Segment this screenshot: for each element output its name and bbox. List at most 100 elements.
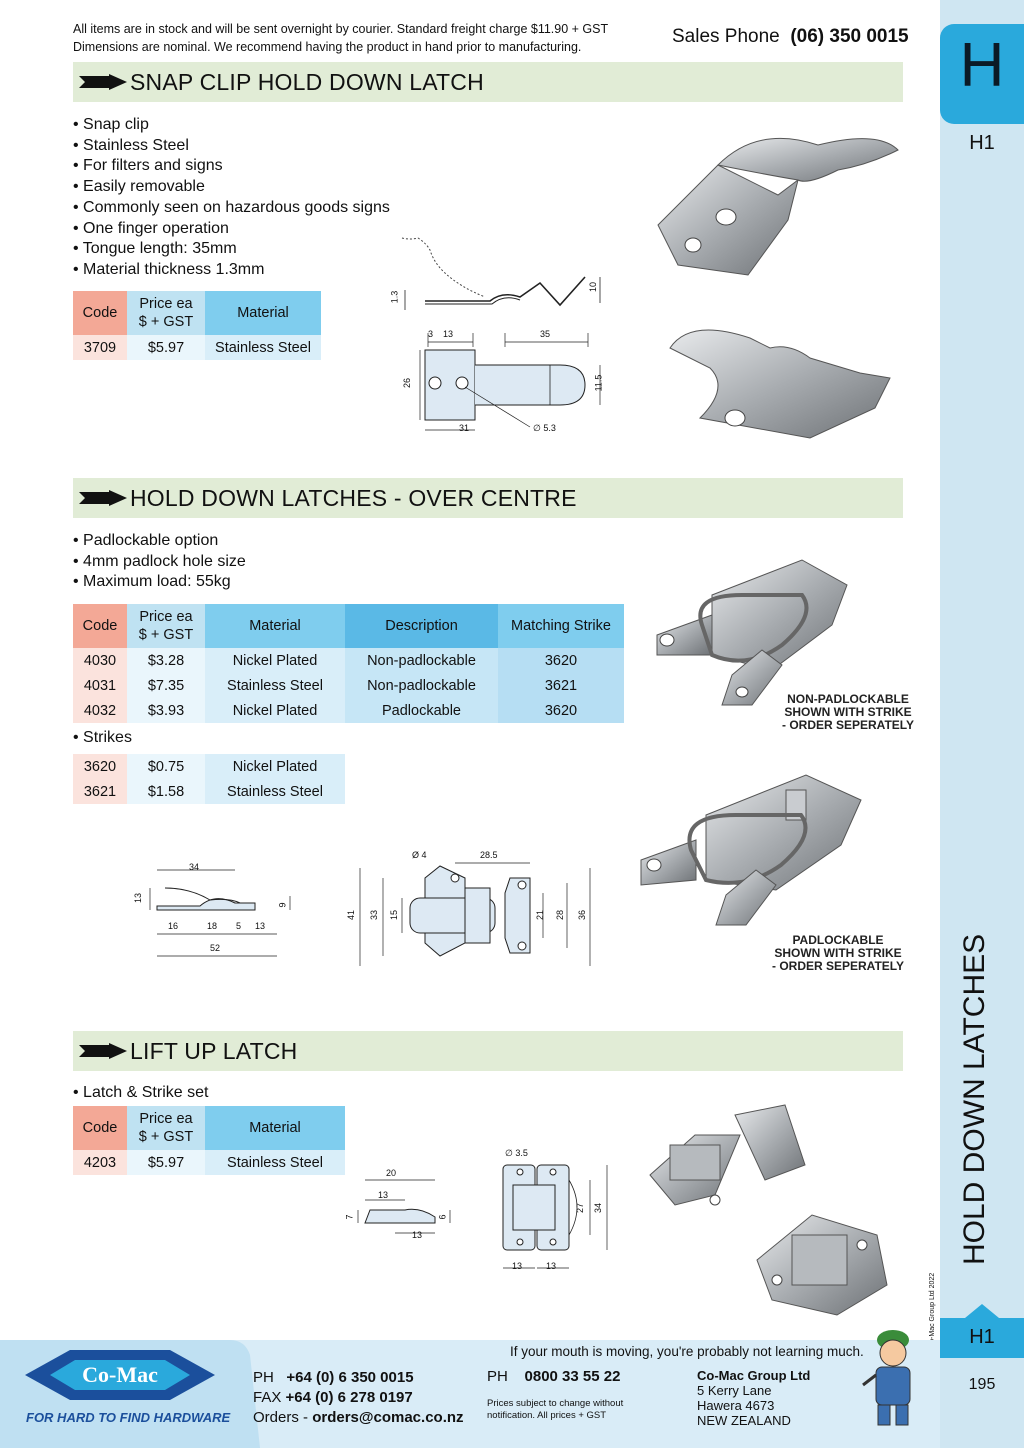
dim-lift-20: 20 bbox=[386, 1168, 397, 1178]
table-row: 3620 $0.75 Nickel Plated bbox=[73, 754, 345, 779]
side-tab-bottom-pointer bbox=[965, 1304, 999, 1318]
col-price: Price ea$ + GST bbox=[127, 291, 205, 335]
dim-lift-34: 34 bbox=[593, 1202, 604, 1214]
address-line: NEW ZEALAND bbox=[697, 1413, 791, 1428]
caption-line: NON-PADLOCKABLE bbox=[787, 692, 909, 706]
cell-material: Stainless Steel bbox=[205, 779, 345, 804]
lift-feature-list: Latch & Strike set bbox=[73, 1083, 208, 1104]
footer-tagline: FOR HARD TO FIND HARDWARE bbox=[26, 1410, 231, 1425]
fax-label: FAX bbox=[253, 1389, 282, 1406]
over-side-drawing bbox=[149, 869, 291, 957]
cell-description: Non-padlockable bbox=[345, 673, 498, 698]
cell-price: $5.97 bbox=[127, 335, 205, 360]
section-banner-snap: SNAP CLIP HOLD DOWN LATCH bbox=[73, 62, 903, 102]
footer-orders: Orders - orders@comac.co.nz bbox=[253, 1408, 464, 1428]
dim-snap-31: 31 bbox=[459, 423, 470, 433]
section-title-lift-up: LIFT UP LATCH bbox=[130, 1038, 298, 1064]
table-row: 3709 $5.97 Stainless Steel bbox=[73, 335, 321, 360]
cell-description: Padlockable bbox=[345, 698, 498, 723]
dim-snap-thickness: 1.3 bbox=[389, 290, 400, 304]
dim-over-15: 15 bbox=[389, 909, 400, 921]
col-price-line1: Price ea bbox=[139, 1111, 193, 1127]
table-row: 4031 $7.35 Stainless Steel Non-padlockab… bbox=[73, 673, 624, 698]
caption-padlockable: PADLOCKABLE SHOWN WITH STRIKE - ORDER SE… bbox=[768, 934, 908, 973]
dim-over-33: 33 bbox=[369, 909, 380, 921]
dim-over-13: 13 bbox=[133, 892, 144, 904]
footer-price-note: Prices subject to change without notific… bbox=[487, 1398, 623, 1422]
notice-line-2: Dimensions are nominal. We recommend hav… bbox=[73, 40, 582, 54]
cell-material: Stainless Steel bbox=[205, 335, 321, 360]
cell-material: Nickel Plated bbox=[205, 698, 345, 723]
footer-address: Co-Mac Group Ltd 5 Kerry Lane Hawera 467… bbox=[697, 1368, 810, 1428]
dim-over-hole: Ø 4 bbox=[412, 850, 427, 860]
caption-line: SHOWN WITH STRIKE bbox=[774, 946, 902, 960]
dim-lift-hole: ∅ 3.5 bbox=[505, 1148, 528, 1158]
cell-code: 3621 bbox=[73, 779, 127, 804]
table-row: 3621 $1.58 Stainless Steel bbox=[73, 779, 345, 804]
dim-snap-35: 35 bbox=[540, 329, 551, 339]
dim-over-16: 16 bbox=[168, 921, 179, 931]
cell-price: $7.35 bbox=[127, 673, 205, 698]
price-note-line: Prices subject to change without bbox=[487, 1398, 624, 1409]
snap-side-drawing bbox=[401, 237, 601, 310]
col-price: Price ea $ + GST bbox=[127, 1106, 205, 1150]
footer-freephone: PH 0800 33 55 22 bbox=[487, 1368, 620, 1385]
list-item: Stainless Steel bbox=[73, 136, 390, 157]
dim-over-28: 28 bbox=[555, 909, 566, 921]
cell-code: 4203 bbox=[73, 1150, 127, 1175]
list-item: For filters and signs bbox=[73, 156, 390, 177]
footer-contact: PH +64 (0) 6 350 0015 FAX +64 (0) 6 278 … bbox=[253, 1368, 464, 1428]
lift-side-drawing bbox=[357, 1179, 451, 1234]
cell-price: $0.75 bbox=[127, 754, 205, 779]
over-top-drawing bbox=[359, 862, 591, 966]
lift-top-drawing bbox=[502, 1164, 608, 1269]
dim-lift-13c: 13 bbox=[512, 1261, 523, 1271]
list-item: Material thickness 1.3mm bbox=[73, 260, 390, 281]
dim-snap-3: 3 bbox=[428, 329, 434, 339]
arrow-right-icon bbox=[79, 490, 127, 506]
snap-latch-photo-2 bbox=[669, 329, 891, 439]
cell-price: $1.58 bbox=[127, 779, 205, 804]
dim-snap-26: 26 bbox=[402, 377, 413, 389]
caption-non-padlockable: NON-PADLOCKABLE SHOWN WITH STRIKE - ORDE… bbox=[778, 693, 918, 732]
footer-quote: If your mouth is moving, you're probably… bbox=[510, 1344, 864, 1359]
col-price-line2: $ + GST bbox=[138, 627, 194, 643]
strikes-price-table: 3620 $0.75 Nickel Plated 3621 $1.58 Stai… bbox=[73, 754, 345, 804]
side-tab-code-top: H1 bbox=[969, 132, 995, 154]
section-banner-over-centre: HOLD DOWN LATCHES - OVER CENTRE bbox=[73, 478, 903, 518]
dim-snap-height: 10 bbox=[588, 281, 599, 293]
dim-lift-6: 6 bbox=[437, 1214, 448, 1220]
over-latch-photo-1 bbox=[656, 559, 848, 706]
list-item: Commonly seen on hazardous goods signs bbox=[73, 198, 390, 219]
side-vertical-title: HOLD DOWN LATCHES bbox=[958, 933, 991, 1265]
dim-lift-13d: 13 bbox=[546, 1261, 557, 1271]
table-row: 4032 $3.93 Nickel Plated Padlockable 362… bbox=[73, 698, 624, 723]
dim-over-5: 5 bbox=[236, 921, 242, 931]
dim-lift-13: 13 bbox=[378, 1190, 389, 1200]
snap-latch-photo-1 bbox=[657, 137, 899, 276]
col-price-line2: $ + GST bbox=[138, 1129, 194, 1145]
section-title-snap: SNAP CLIP HOLD DOWN LATCH bbox=[130, 69, 484, 95]
dim-over-52: 52 bbox=[210, 943, 221, 953]
col-description: Description bbox=[345, 604, 498, 648]
arrow-right-icon bbox=[79, 1043, 127, 1059]
table-row: 4203 $5.97 Stainless Steel bbox=[73, 1150, 345, 1175]
dim-over-13b: 13 bbox=[255, 921, 266, 931]
mascot-illustration bbox=[862, 1330, 911, 1426]
arrow-right-icon bbox=[79, 74, 127, 90]
sales-phone-label: Sales Phone bbox=[672, 26, 780, 47]
phone-label: PH bbox=[253, 1369, 274, 1386]
cell-code: 4030 bbox=[73, 648, 127, 673]
col-matching-strike: Matching Strike bbox=[498, 604, 624, 648]
orders-email[interactable]: orders@comac.co.nz bbox=[312, 1409, 464, 1426]
cell-price: $3.28 bbox=[127, 648, 205, 673]
caption-line: PADLOCKABLE bbox=[792, 933, 884, 947]
col-price-line1: Price ea bbox=[139, 296, 193, 312]
cell-description: Non-padlockable bbox=[345, 648, 498, 673]
sales-phone: Sales Phone (06) 350 0015 bbox=[672, 26, 909, 48]
lift-price-table: Code Price ea$ + GST Material 4203 $5.97… bbox=[73, 1106, 345, 1175]
col-price: Price ea$ + GST bbox=[127, 604, 205, 648]
page-number: 195 bbox=[968, 1376, 996, 1393]
col-code: Code bbox=[73, 291, 127, 335]
dim-over-28-5: 28.5 bbox=[480, 850, 498, 860]
